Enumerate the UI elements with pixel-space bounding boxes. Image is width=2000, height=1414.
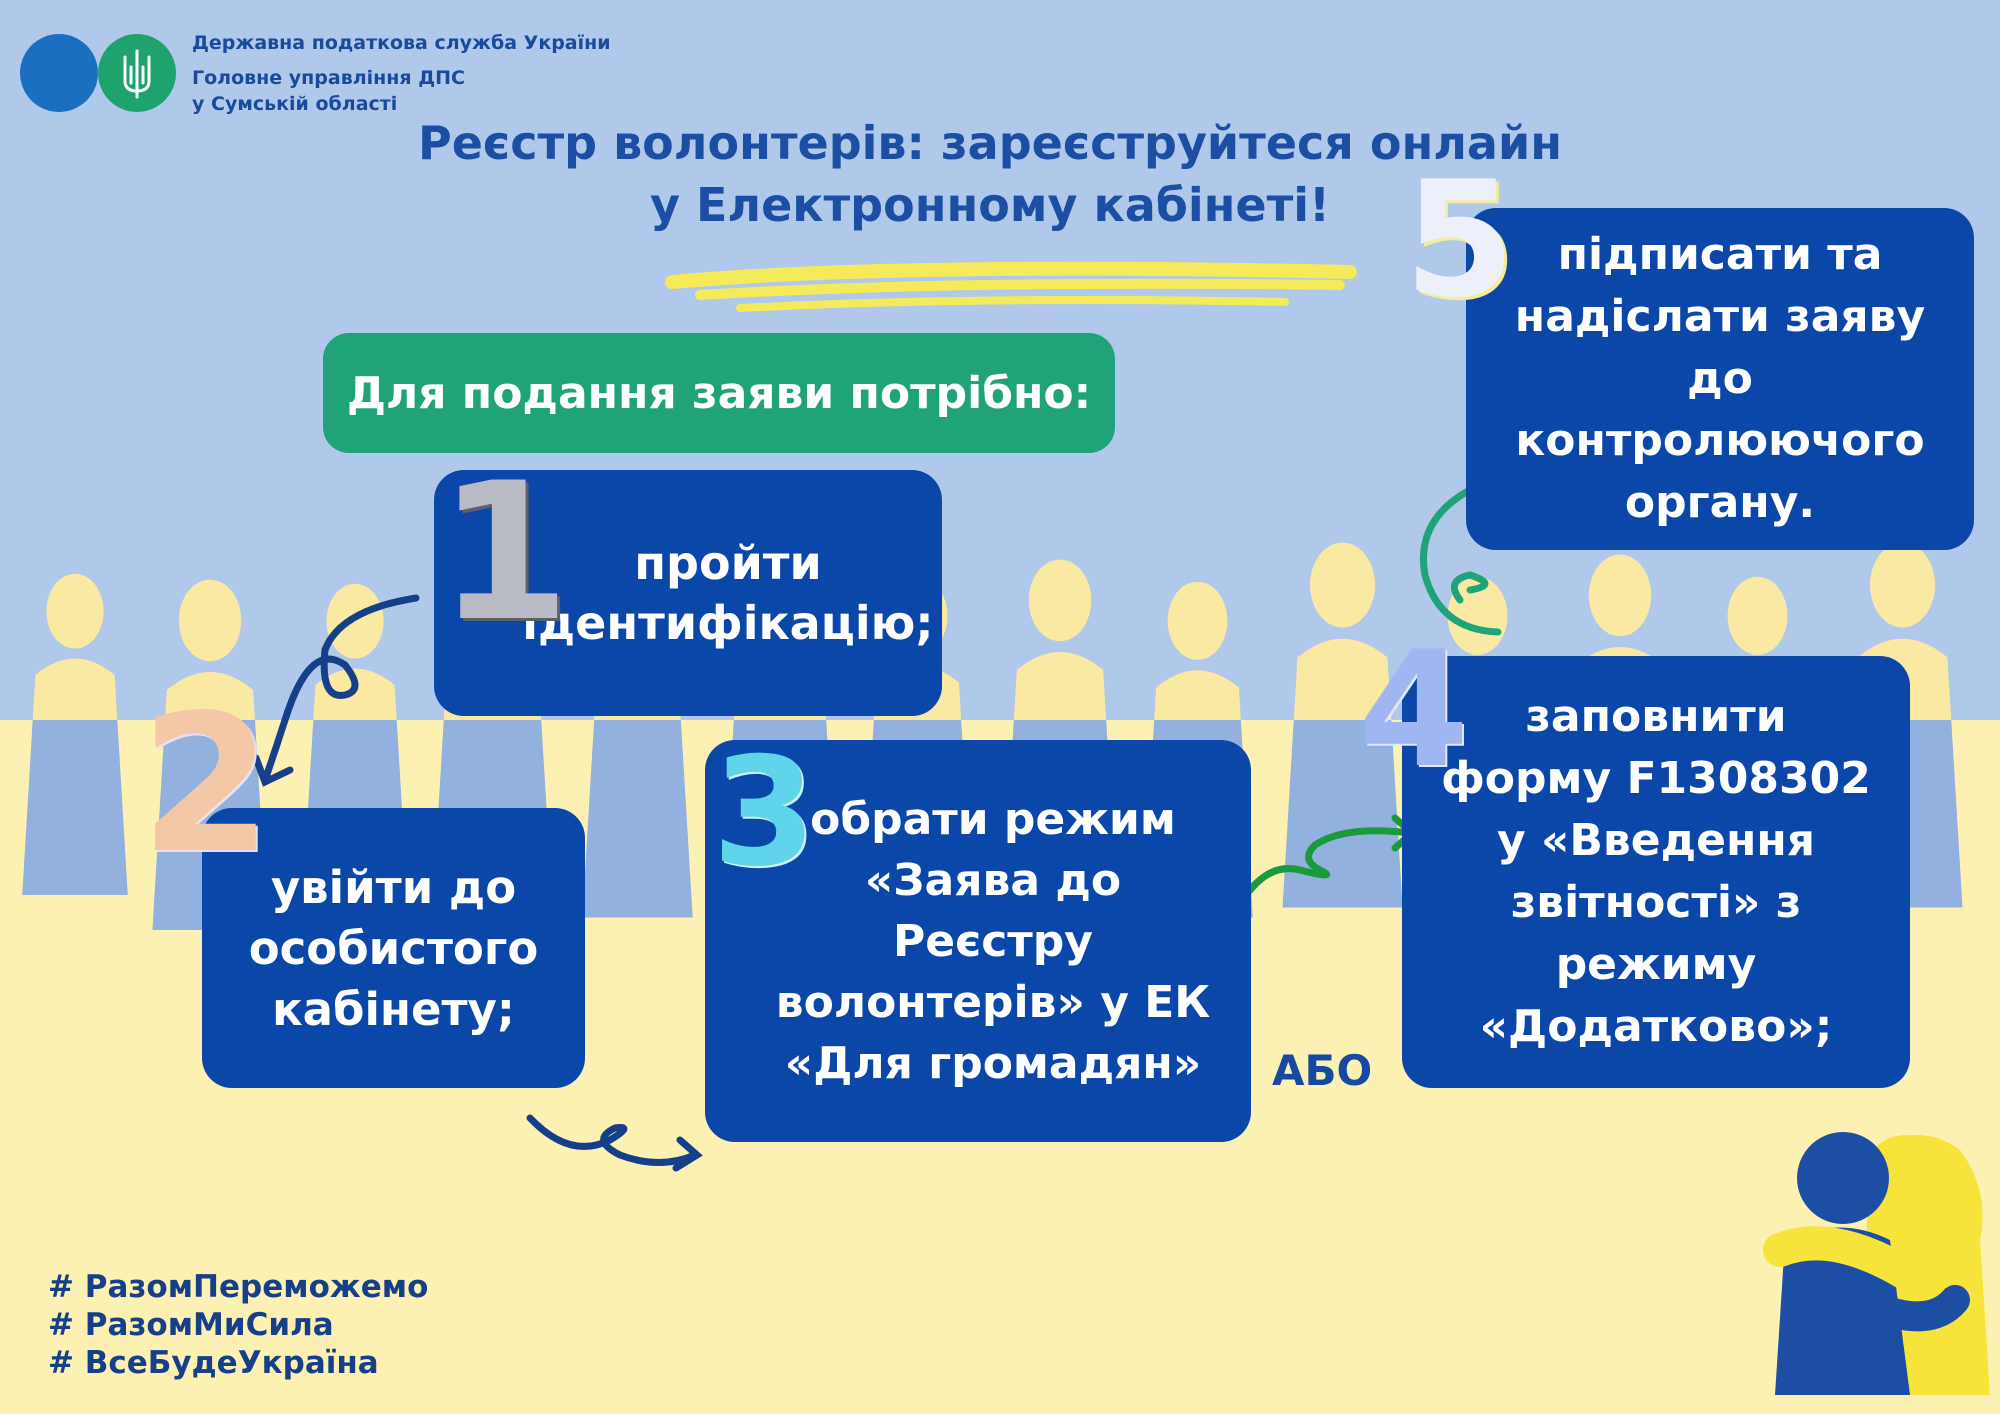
- hug-illustration: [1763, 1132, 1990, 1395]
- intro-banner: Для подання заяви потрібно:: [323, 333, 1115, 453]
- arrow-step1-to-step2: [252, 594, 420, 787]
- hashtag: # РазомПереможемо: [48, 1269, 429, 1305]
- step-3-line: обрати режим: [810, 793, 1176, 845]
- step-4-line: заповнити: [1525, 691, 1787, 742]
- step-2-line: увійти до: [270, 860, 517, 914]
- step-3-line: волонтерів» у ЕК: [775, 976, 1211, 1028]
- step-4-line: «Додатково»;: [1479, 1001, 1833, 1052]
- page-title-line-2: у Електронному кабінеті!: [649, 178, 1331, 232]
- step-5-line: до: [1687, 353, 1753, 404]
- step-3-line: «Для громадян»: [784, 1037, 1202, 1089]
- step-5-line: контролюючого: [1515, 415, 1925, 466]
- step-4-box: заповнити форму F1308302 у «Введення зві…: [1402, 656, 1910, 1088]
- step-2-line: особистого: [248, 921, 539, 975]
- tryzub-icon: [123, 49, 151, 99]
- step-2-line: кабінету;: [272, 982, 515, 1036]
- org-name: Державна податкова служба України: [192, 32, 611, 54]
- dps-logo-blue-circle: [20, 34, 98, 112]
- step-3-box: обрати режим «Заява до Реєстру волонтері…: [705, 740, 1251, 1142]
- hashtag: # ВсеБудеУкраїна: [48, 1345, 379, 1381]
- step-4-line: у «Введення: [1496, 815, 1816, 866]
- title-underline-brush: [665, 261, 1357, 312]
- step-4-number: 4: [1358, 616, 1470, 803]
- step-1-line: пройти: [634, 536, 822, 590]
- step-1-number: 1: [438, 442, 571, 663]
- hashtags: # РазомПереможемо # РазомМиСила # ВсеБуд…: [48, 1268, 428, 1382]
- page-title: Реєстр волонтерів: зареєструйтеся онлайн…: [300, 112, 1680, 236]
- step-3-line: Реєстру: [893, 915, 1093, 967]
- step-5-box: підписати та надіслати заяву до контролю…: [1466, 208, 1974, 550]
- hashtag: # РазомМиСила: [48, 1307, 334, 1343]
- step-1-box: пройти ідентифікацію;: [434, 470, 942, 716]
- step-5-line: підписати та: [1557, 229, 1883, 280]
- step-4-line: форму F1308302: [1441, 753, 1871, 804]
- step-3-number: 3: [712, 726, 817, 900]
- step-3-line: «Заява до: [864, 854, 1122, 906]
- step-5-line: органу.: [1624, 477, 1816, 528]
- step-2-number: 2: [140, 674, 273, 895]
- step-5-number: 5: [1404, 146, 1516, 333]
- dps-logo-green-circle: [98, 34, 176, 112]
- step-5-line: надіслати заяву: [1514, 291, 1926, 342]
- arrow-step2-to-step3: [526, 1114, 703, 1172]
- step-4-line: режиму: [1555, 939, 1757, 990]
- step-1-line: ідентифікацію;: [522, 596, 934, 650]
- department-line-2: у Сумській області: [192, 93, 398, 115]
- department-line-1: Головне управління ДПС: [192, 67, 466, 89]
- step-2-box: увійти до особистого кабінету;: [202, 808, 585, 1088]
- step-4-line: звітності» з: [1510, 877, 1802, 928]
- page-title-line-1: Реєстр волонтерів: зареєструйтеся онлайн: [418, 116, 1562, 170]
- or-label: АБО: [1272, 1046, 1373, 1095]
